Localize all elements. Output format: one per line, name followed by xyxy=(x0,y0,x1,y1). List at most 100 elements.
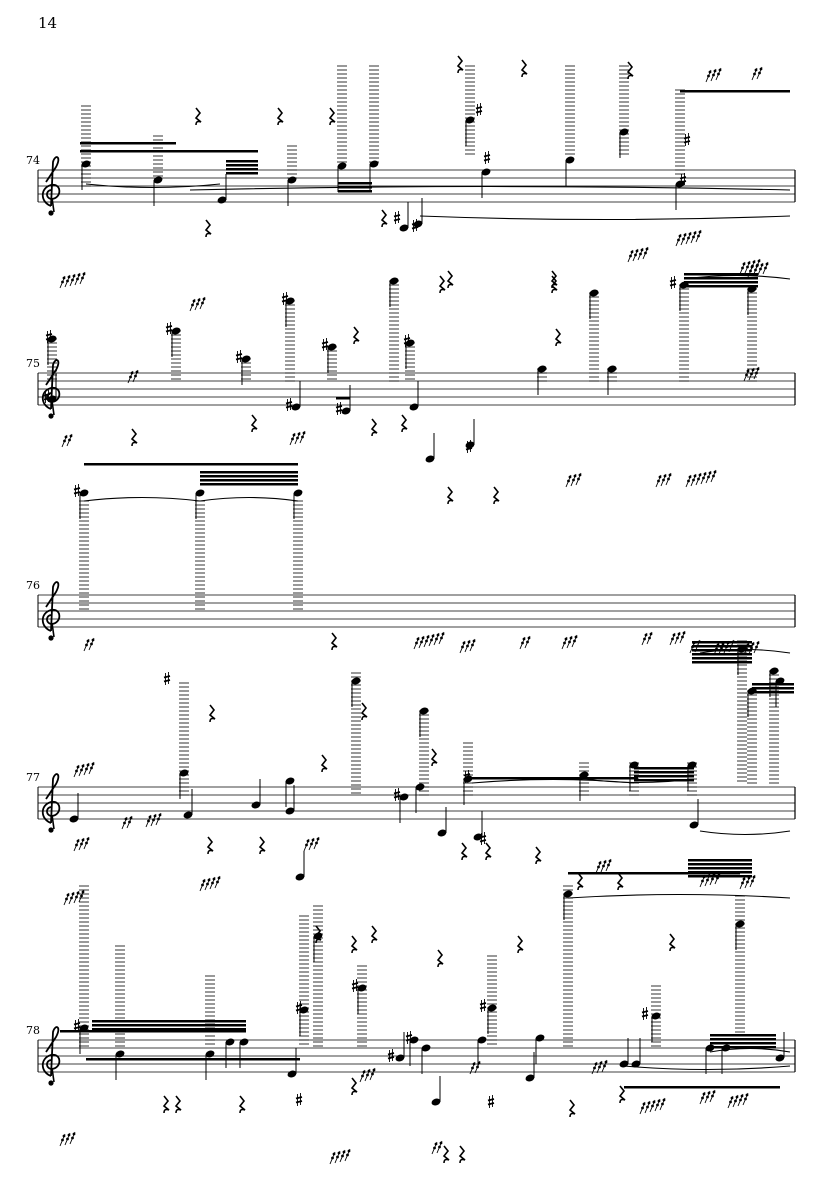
notehead xyxy=(413,220,423,228)
ledger-stack xyxy=(565,65,575,155)
treble-clef xyxy=(41,773,61,833)
notehead xyxy=(431,1098,441,1106)
notehead xyxy=(293,489,303,497)
notehead xyxy=(747,687,757,695)
rest-cluster xyxy=(743,366,760,382)
ledger-stack xyxy=(735,895,745,1045)
quarter-rest xyxy=(618,1085,626,1104)
notehead xyxy=(337,162,347,170)
ledger-stack xyxy=(465,65,475,155)
rest-cluster xyxy=(121,815,133,830)
rest-cluster xyxy=(639,1097,666,1115)
rest-cluster xyxy=(747,261,769,278)
notehead xyxy=(239,1038,249,1046)
beam xyxy=(684,273,758,288)
beam xyxy=(752,683,794,694)
notehead xyxy=(313,932,323,940)
treble-clef xyxy=(41,1026,61,1086)
ledger-stack xyxy=(563,885,573,1047)
rest-cluster xyxy=(727,1092,749,1109)
notehead xyxy=(579,771,589,779)
quarter-rest xyxy=(516,935,524,954)
sharp-sign xyxy=(405,1031,413,1044)
notehead xyxy=(769,667,779,675)
sharp-sign xyxy=(387,1049,395,1062)
notehead xyxy=(217,196,227,204)
tie xyxy=(85,183,221,189)
rest-cluster xyxy=(641,631,653,646)
sharp-sign xyxy=(679,173,687,186)
rest-cluster xyxy=(289,430,306,446)
rest-cluster xyxy=(459,638,476,654)
notehead xyxy=(631,1060,641,1068)
quarter-rest xyxy=(174,1095,182,1114)
rest-cluster xyxy=(59,1131,76,1147)
notehead xyxy=(775,1054,785,1062)
quarter-rest xyxy=(492,486,500,505)
notehead xyxy=(481,168,491,176)
sharp-sign xyxy=(45,330,53,343)
ledger-stack xyxy=(47,338,57,380)
notehead xyxy=(437,829,447,837)
beam xyxy=(80,142,176,145)
ledger-stack xyxy=(313,905,323,1047)
tie xyxy=(699,830,791,836)
rest-cluster xyxy=(669,630,686,646)
quarter-rest xyxy=(208,704,216,723)
notehead xyxy=(47,335,57,343)
treble-clef xyxy=(41,156,61,216)
rest-cluster xyxy=(83,637,95,652)
quarter-rest xyxy=(314,925,322,944)
quarter-rest xyxy=(370,925,378,944)
notehead xyxy=(629,761,639,769)
sharp-sign xyxy=(281,292,289,305)
rest-cluster xyxy=(627,246,649,263)
tie xyxy=(199,496,299,502)
quarter-rest xyxy=(458,1145,466,1164)
notehead xyxy=(389,277,399,285)
notehead xyxy=(679,281,689,289)
rest-cluster xyxy=(591,1059,608,1075)
sharp-sign xyxy=(475,103,483,116)
rest-cluster xyxy=(561,634,578,650)
notehead xyxy=(241,355,251,363)
treble-clef xyxy=(41,581,61,641)
sharp-sign xyxy=(479,999,487,1012)
quarter-rest xyxy=(534,846,542,865)
quarter-rest xyxy=(206,836,214,855)
system-78: 78 xyxy=(26,872,796,1165)
notehead xyxy=(395,1054,405,1062)
measure-number: 78 xyxy=(26,1024,40,1037)
notehead xyxy=(183,811,193,819)
staff xyxy=(37,372,796,406)
notehead xyxy=(295,873,305,881)
rest-cluster xyxy=(519,635,531,650)
rest-cluster xyxy=(303,836,320,852)
notehead xyxy=(171,327,181,335)
notehead xyxy=(251,801,261,809)
beam xyxy=(92,1020,246,1031)
notehead xyxy=(415,783,425,791)
sharp-sign xyxy=(393,211,401,224)
rest-cluster xyxy=(565,472,582,488)
notehead xyxy=(747,285,757,293)
rest-cluster xyxy=(127,369,139,384)
ledger-stack xyxy=(351,672,361,794)
notehead xyxy=(425,455,435,463)
notehead xyxy=(487,1004,497,1012)
quarter-rest xyxy=(258,836,266,855)
quarter-rest xyxy=(438,275,446,294)
ledger-stack xyxy=(287,145,297,179)
rest-cluster xyxy=(199,875,221,892)
measure-number: 74 xyxy=(26,154,40,167)
tie xyxy=(567,893,791,899)
tie xyxy=(419,215,791,221)
ledger-stack xyxy=(369,65,379,163)
measure-number: 77 xyxy=(26,771,40,784)
sharp-sign xyxy=(483,151,491,164)
beam xyxy=(568,872,740,875)
ledger-stack xyxy=(79,885,89,1047)
ledger-stack xyxy=(679,284,689,382)
quarter-rest xyxy=(352,326,360,345)
quarter-rest xyxy=(250,414,258,433)
